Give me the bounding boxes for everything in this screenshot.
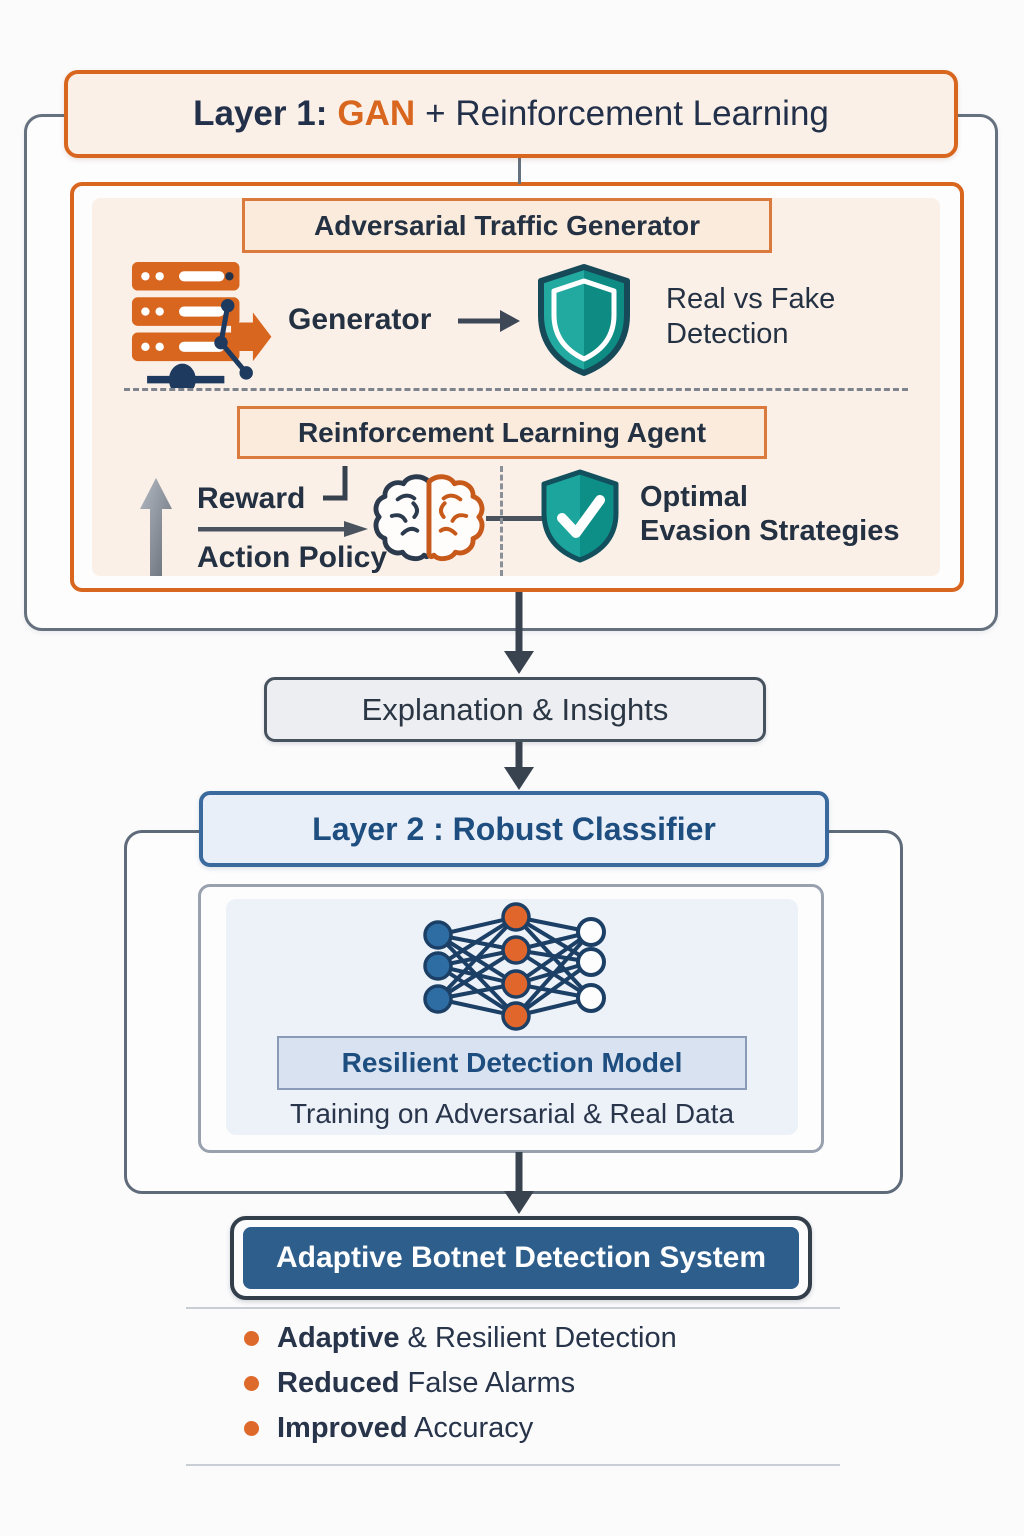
brain-shield-connector <box>486 516 544 521</box>
benefit-text: Reduced False Alarms <box>277 1367 576 1399</box>
explanation-label: Explanation & Insights <box>361 691 669 727</box>
output-label: Adaptive Botnet Detection System <box>275 1241 767 1274</box>
layer1-title-gan: GAN <box>337 94 416 133</box>
adaptive-botnet-detection-box: Adaptive Botnet Detection System <box>230 1216 812 1300</box>
reward-label: Reward <box>197 482 306 515</box>
atg-title-label: Adversarial Traffic Generator <box>314 209 700 241</box>
layer1-title-suffix: + Reinforcement Learning <box>425 94 829 133</box>
bullet-dot-icon <box>244 1421 259 1436</box>
adversarial-traffic-generator-title: Adversarial Traffic Generator <box>242 198 772 253</box>
optimal-evasion-label: Optimal Evasion Strategies <box>640 480 900 548</box>
layer1-header: Layer 1: GAN + Reinforcement Learning <box>64 70 958 158</box>
rl-title-label: Reinforcement Learning Agent <box>297 416 707 448</box>
outcome-line2: Evasion Strategies <box>640 515 900 547</box>
benefits-list: Adaptive & Resilient Detection Reduced F… <box>244 1322 677 1457</box>
vertical-divider-dashed <box>500 466 503 576</box>
outcome-line1: Optimal <box>640 481 748 513</box>
flow-arrow-icon <box>231 312 272 362</box>
training-label: Training on Adversarial & Real Data <box>289 1098 735 1129</box>
down-arrow-icon <box>504 1152 534 1214</box>
rl-agent-title: Reinforcement Learning Agent <box>237 406 767 459</box>
resilient-detection-model-box: Resilient Detection Model <box>277 1036 747 1090</box>
detection-line1: Real vs Fake <box>666 283 836 315</box>
shield-check-icon <box>541 469 619 563</box>
benefits-divider-bottom <box>186 1464 840 1466</box>
layer2-header: Layer 2 : Robust Classifier <box>199 791 829 867</box>
adaptive-botnet-detection-inner: Adaptive Botnet Detection System <box>243 1227 799 1289</box>
generator-label: Generator <box>288 303 432 336</box>
resilient-detection-model-label: Resilient Detection Model <box>341 1047 683 1078</box>
benefit-item: Improved Accuracy <box>244 1412 677 1445</box>
bullet-dot-icon <box>244 1376 259 1391</box>
layer1-title-prefix: Layer 1: <box>193 94 328 133</box>
benefits-divider-top <box>186 1307 840 1309</box>
explanation-insights-box: Explanation & Insights <box>264 677 766 742</box>
action-policy-label: Action Policy <box>197 541 388 574</box>
benefit-text: Improved Accuracy <box>277 1412 534 1444</box>
down-arrow-icon <box>504 592 534 674</box>
brain-icon <box>373 474 485 562</box>
benefit-item: Adaptive & Resilient Detection <box>244 1322 677 1355</box>
server-stack-icon <box>131 262 272 388</box>
layer1-panel <box>92 198 940 576</box>
elbow-connector-icon <box>323 466 348 501</box>
up-arrow-icon <box>140 478 172 576</box>
benefit-item: Reduced False Alarms <box>244 1367 677 1400</box>
down-arrow-icon <box>504 742 534 790</box>
real-vs-fake-label: Real vs Fake Detection <box>666 282 835 352</box>
shield-icon <box>538 264 630 376</box>
bullet-dot-icon <box>244 1331 259 1346</box>
header-connector-line <box>518 158 521 184</box>
section-divider-dashed <box>124 388 908 391</box>
detection-line2: Detection <box>666 318 789 350</box>
benefit-text: Adaptive & Resilient Detection <box>277 1322 677 1354</box>
right-arrow-icon <box>458 310 520 332</box>
layer2-title: Layer 2 : Robust Classifier <box>312 810 716 847</box>
action-arrow-icon <box>198 521 368 537</box>
neural-network-icon <box>423 902 606 1031</box>
